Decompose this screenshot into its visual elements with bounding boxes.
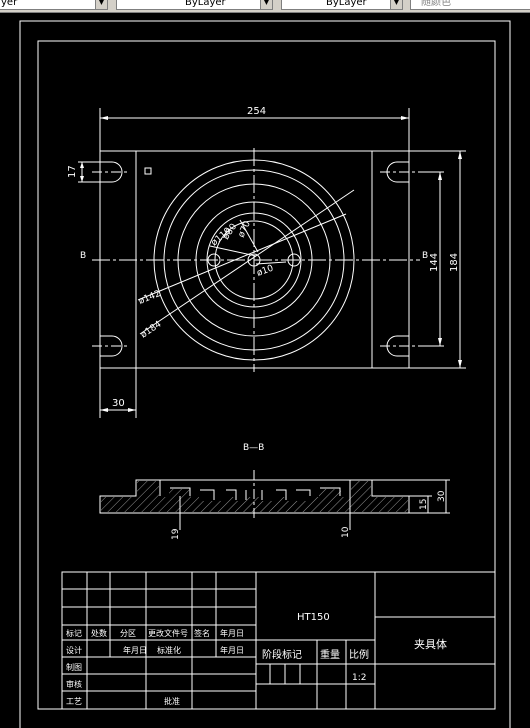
label-standardization: 标准化 <box>157 645 181 655</box>
arrow-184-top <box>458 151 462 159</box>
dim-30-label: 30 <box>112 398 125 409</box>
leader-d10 <box>255 261 287 265</box>
linetype-value: ByLayer <box>185 0 226 8</box>
arrow-184-bottom <box>458 360 462 368</box>
linetype-dropdown[interactable]: ByLayer ▼ <box>116 0 273 10</box>
label-design-date: 年月日 <box>123 645 147 655</box>
dim-phi10-label: ø10 <box>256 264 276 279</box>
label-design: 设计 <box>66 645 82 655</box>
leader-d142 <box>137 213 347 301</box>
header-mark: 标记 <box>66 628 82 638</box>
drawing-canvas[interactable]: 254 17 30 144 184 ø184 ø142 ø110 ø80 ø70… <box>0 13 530 728</box>
dim-30b-label: 30 <box>437 490 447 502</box>
dim-phi184-label: ø184 <box>139 319 164 340</box>
plotstyle-value: 随颜色 <box>421 0 451 8</box>
section-inner-steps <box>159 480 351 500</box>
small-square-mark <box>144 167 152 175</box>
chevron-down-icon[interactable]: ▼ <box>95 0 107 9</box>
dim-17-label: 17 <box>67 165 78 178</box>
drawing-border <box>37 40 496 710</box>
title-block <box>61 571 496 710</box>
dim-19-label: 19 <box>171 528 181 540</box>
slot-top-left <box>100 161 123 183</box>
leader-d184 <box>139 189 355 335</box>
label-weight: 重量 <box>320 648 340 661</box>
arrow-144-top <box>438 172 442 180</box>
header-signature: 签名 <box>194 628 210 638</box>
chevron-down-icon[interactable]: ▼ <box>390 0 402 9</box>
section-mark-left: B <box>80 251 86 261</box>
lineweight-value: ByLayer <box>326 0 367 8</box>
layer-dropdown[interactable]: yer ▼ <box>0 0 108 10</box>
dim-15-label: 15 <box>419 499 429 510</box>
leader-d70 <box>239 219 259 253</box>
label-draw: 制图 <box>66 662 82 672</box>
slot-bottom-left <box>100 335 123 357</box>
layer-value: yer <box>1 0 18 8</box>
header-change-doc: 更改文件号 <box>148 628 188 638</box>
dim-phi70-label: ø70 <box>237 219 253 239</box>
label-approve: 批准 <box>164 696 180 706</box>
header-date: 年月日 <box>220 628 244 638</box>
material-label: HT150 <box>297 612 330 623</box>
outer-frame <box>19 20 511 728</box>
leader-d110-d80 <box>209 245 257 257</box>
scale-value: 1:2 <box>352 673 366 683</box>
arrow-254-left <box>100 116 108 120</box>
properties-toolbar: yer ▼ ByLayer ▼ ByLayer ▼ 随颜色 <box>0 0 530 13</box>
section-profile <box>99 479 410 514</box>
section-hatch <box>101 481 408 512</box>
dim-184-label: 184 <box>449 253 460 272</box>
part-name-label: 夹具体 <box>414 637 447 651</box>
header-zone: 分区 <box>120 629 136 638</box>
arrow-30-right <box>128 408 136 412</box>
dim-10-label: 10 <box>341 526 351 538</box>
label-scale: 比例 <box>349 648 369 661</box>
label-check: 审核 <box>66 679 82 689</box>
lineweight-dropdown[interactable]: ByLayer ▼ <box>281 0 403 10</box>
dim-144-label: 144 <box>429 253 440 272</box>
dim-254-label: 254 <box>247 106 266 117</box>
arrow-17-top <box>80 162 84 168</box>
chevron-down-icon[interactable]: ▼ <box>260 0 272 9</box>
arrow-17-bottom <box>80 176 84 182</box>
arrow-144-bottom <box>438 338 442 346</box>
header-count: 处数 <box>91 628 107 638</box>
label-process: 工艺 <box>66 697 82 706</box>
dim-phi142-label: ø142 <box>137 289 162 307</box>
section-mark-right: B <box>422 251 428 261</box>
plotstyle-dropdown[interactable]: 随颜色 <box>410 0 530 10</box>
label-standardization-date: 年月日 <box>220 645 244 655</box>
arrow-254-right <box>401 116 409 120</box>
label-stage: 阶段标记 <box>262 648 302 661</box>
section-title: B—B <box>243 443 264 453</box>
arrow-30-left <box>100 408 108 412</box>
